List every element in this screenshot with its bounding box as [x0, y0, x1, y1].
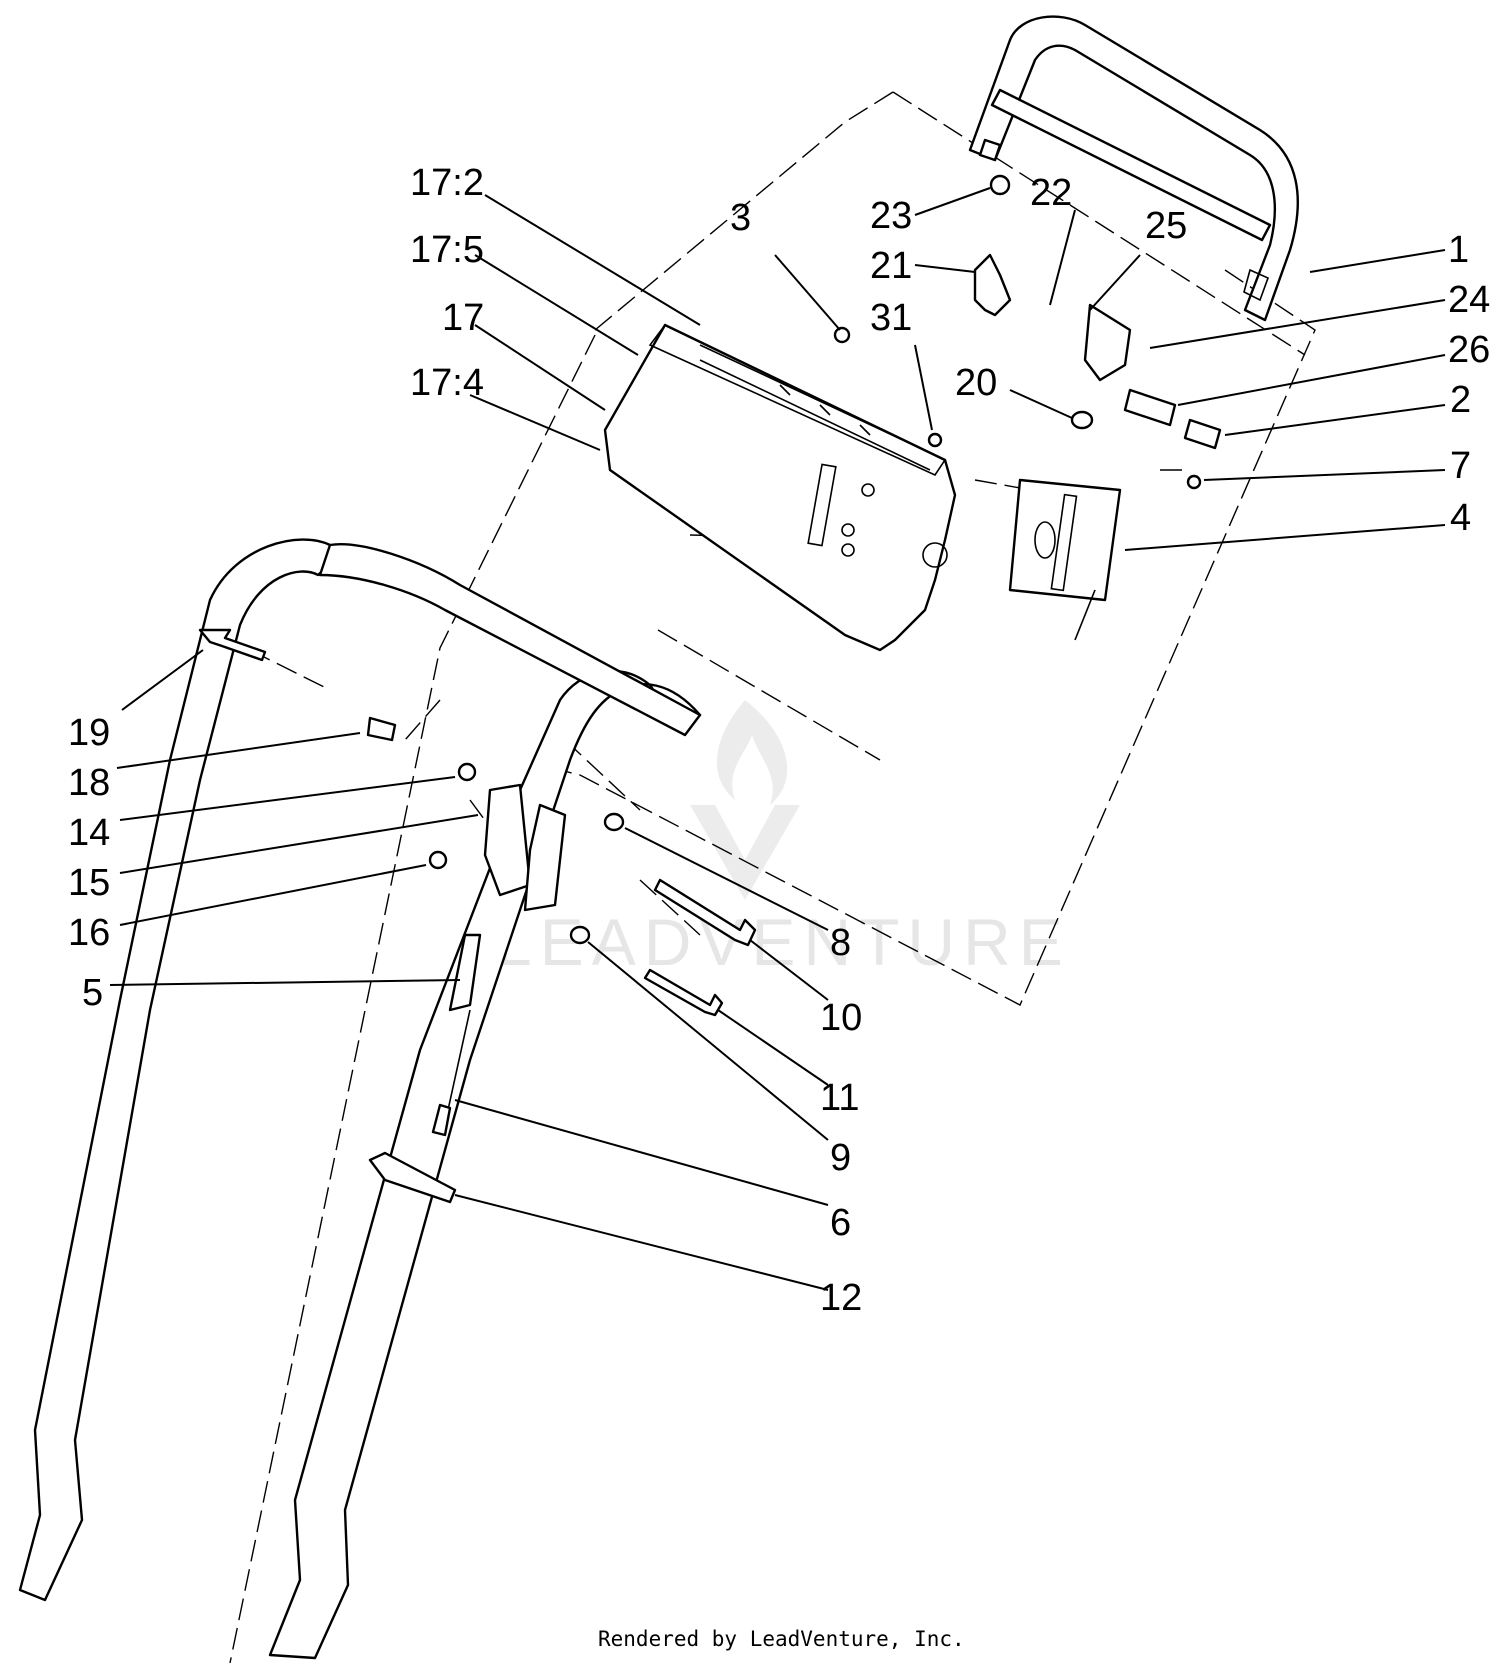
- callout-labels: 17:2 17:5 17 17:4 3 23 22 25 21 31 20 1 …: [68, 162, 1490, 1319]
- cable-5: [448, 933, 482, 1012]
- callout-16: 16: [68, 912, 110, 954]
- nut-3: [833, 326, 851, 344]
- bolt-19: [198, 628, 267, 662]
- leader-lines: [109, 187, 1446, 1291]
- lower-handle-right-tube: [268, 669, 702, 1660]
- callout-14: 14: [68, 812, 110, 854]
- washer-9: [569, 925, 591, 945]
- latch-21: [973, 253, 1012, 317]
- watermark-flame-icon: [716, 700, 788, 805]
- cable-end-6: [431, 1103, 452, 1137]
- callout-17: 17: [442, 297, 484, 339]
- bolt-10: [653, 878, 757, 947]
- control-panel-slider-slot: [807, 463, 837, 547]
- callout-25: 25: [1145, 205, 1187, 247]
- footer-credit: Rendered by LeadVenture, Inc.: [598, 1627, 965, 1651]
- washer-8: [603, 812, 625, 832]
- lower-handle-left-tube: [18, 538, 342, 1602]
- nut-31: [927, 432, 943, 448]
- assembly-guide-lines: [229, 91, 1316, 1663]
- callout-19: 19: [68, 712, 110, 754]
- upper-handle-bracket-left: [978, 138, 1002, 162]
- callout-18: 18: [68, 762, 110, 804]
- watermark: LEADVENTURE: [495, 700, 1071, 979]
- callout-8: 8: [830, 922, 851, 964]
- callout-20: 20: [955, 362, 997, 404]
- callout-5: 5: [82, 972, 103, 1014]
- callout-1: 1: [1448, 229, 1469, 271]
- lower-handle: [18, 538, 702, 1660]
- upper-handle: [968, 15, 1299, 322]
- watermark-text: LEADVENTURE: [495, 905, 1071, 979]
- spacer-18: [366, 716, 397, 742]
- upper-handle-bracket-right: [1243, 268, 1270, 302]
- callout-9: 9: [830, 1137, 851, 1179]
- control-panel-top-face: [648, 323, 947, 477]
- control-panel-box: [603, 323, 957, 652]
- control-plate-hole: [1034, 521, 1056, 559]
- bolt-11: [643, 968, 724, 1017]
- callout-31: 31: [870, 297, 912, 339]
- callout-26: 26: [1448, 329, 1490, 371]
- callout-12: 12: [820, 1277, 862, 1319]
- control-panel-knob-a: [861, 483, 875, 497]
- washer-20: [1070, 410, 1094, 430]
- callout-6: 6: [830, 1202, 851, 1244]
- nut-23: [989, 174, 1011, 196]
- callout-10: 10: [820, 997, 862, 1039]
- hardware-parts: [198, 174, 1222, 1204]
- nut-16: [428, 850, 448, 870]
- callout-7: 7: [1450, 445, 1471, 487]
- upper-handle-crossbar: [990, 88, 1272, 242]
- control-panel-slots: [699, 344, 936, 471]
- control-plate-body: [1008, 478, 1122, 602]
- grip-12: [368, 1151, 457, 1204]
- control-panel-hole: [922, 542, 948, 568]
- control-panel-knob-b: [841, 523, 855, 537]
- upper-handle-bail: [968, 15, 1299, 322]
- control-plate-slot: [1050, 493, 1078, 592]
- cable-6: [447, 1009, 471, 1111]
- callout-21: 21: [870, 245, 912, 287]
- sleeve-26: [1123, 388, 1177, 427]
- callout-17-2: 17:2: [410, 162, 484, 204]
- callout-17-4: 17:4: [410, 362, 484, 404]
- callout-3: 3: [730, 197, 751, 239]
- callout-15: 15: [68, 862, 110, 904]
- lock-bracket-24: [1083, 303, 1132, 382]
- control-panel: [603, 323, 957, 652]
- bracket-15: [483, 783, 532, 897]
- callout-24: 24: [1448, 279, 1490, 321]
- control-plate-rod: [1074, 589, 1096, 641]
- callout-2: 2: [1450, 379, 1471, 421]
- callout-23: 23: [870, 195, 912, 237]
- control-panel-knob-c: [841, 543, 855, 557]
- callout-22: 22: [1030, 172, 1072, 214]
- nut-14: [457, 762, 477, 782]
- callout-4: 4: [1450, 497, 1471, 539]
- control-plate: [1008, 478, 1122, 641]
- callout-17-5: 17:5: [410, 229, 484, 271]
- spring-2: [1183, 418, 1222, 450]
- callout-11: 11: [820, 1077, 859, 1119]
- watermark-v-icon: [690, 805, 800, 900]
- bracket-15b: [523, 803, 567, 912]
- lower-handle-top-bend: [318, 543, 702, 737]
- nut-7: [1186, 474, 1202, 490]
